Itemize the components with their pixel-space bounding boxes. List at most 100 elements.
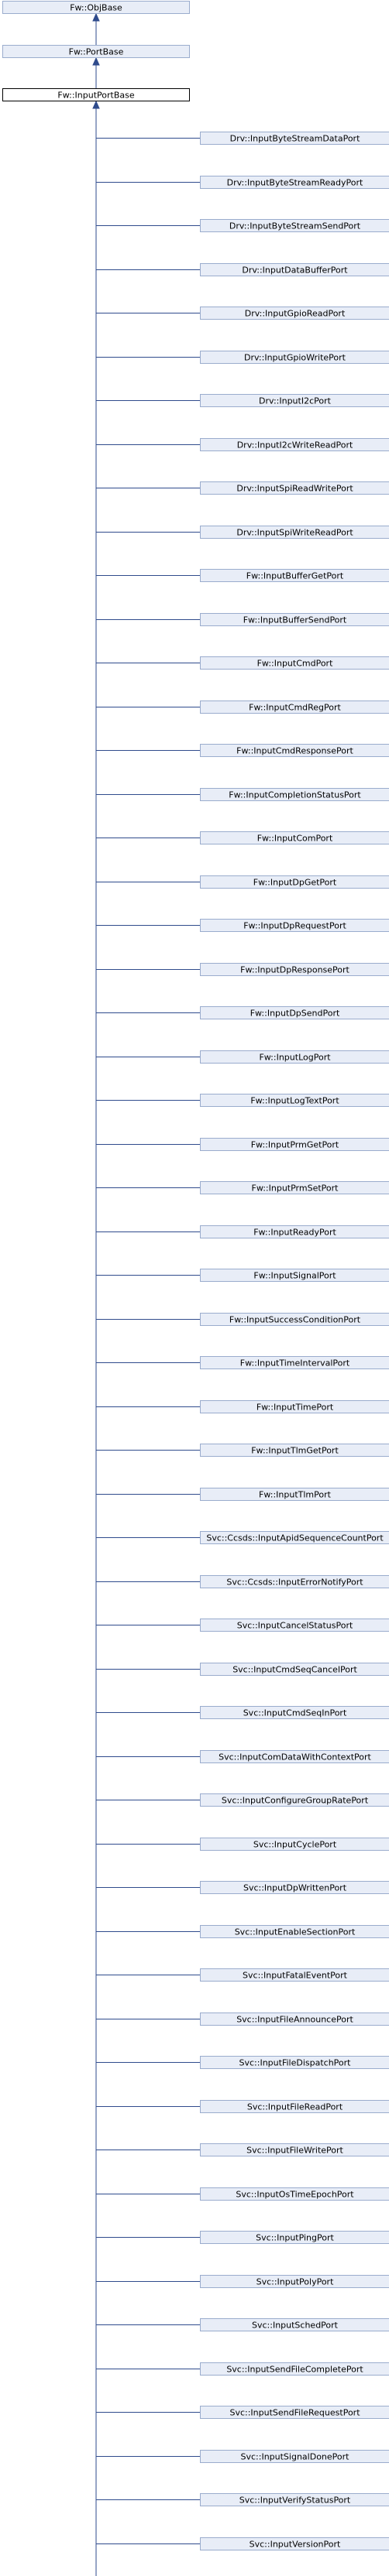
- class-node-fw-inputtlmgetport[interactable]: Fw::InputTlmGetPort: [200, 1444, 389, 1457]
- class-node-svc-inputostimeepochport[interactable]: Svc::InputOsTimeEpochPort: [200, 2187, 389, 2201]
- class-node-fw-inputcompletionstatusport[interactable]: Fw::InputCompletionStatusPort: [200, 788, 389, 801]
- class-node-drv-inputbytestreamdataport[interactable]: Drv::InputByteStreamDataPort: [200, 132, 389, 145]
- class-node-svc-inputfilereadport[interactable]: Svc::InputFileReadPort: [200, 2100, 389, 2113]
- class-node-svc-inputpolyport[interactable]: Svc::InputPolyPort: [200, 2275, 389, 2288]
- node-label: Svc::InputSendFileRequestPort: [229, 2408, 360, 2418]
- class-node-svc-inputschedport[interactable]: Svc::InputSchedPort: [200, 2318, 389, 2331]
- class-node-fw-inputlogport[interactable]: Fw::InputLogPort: [200, 1050, 389, 1064]
- node-label: Svc::InputSignalDonePort: [241, 2452, 350, 2462]
- class-node-fw-inputtimeintervalport[interactable]: Fw::InputTimeIntervalPort: [200, 1356, 389, 1369]
- node-label: Svc::InputFileWritePort: [246, 2146, 343, 2156]
- class-node-fw-inputtimeport[interactable]: Fw::InputTimePort: [200, 1400, 389, 1413]
- class-node-svc-inputenablesectionport[interactable]: Svc::InputEnableSectionPort: [200, 1925, 389, 1938]
- class-node-fw-inputtlmport[interactable]: Fw::InputTlmPort: [200, 1488, 389, 1501]
- class-node-fw-inputportbase-focus[interactable]: Fw::InputPortBase: [2, 88, 190, 101]
- class-node-svc-inputcancelstatusport[interactable]: Svc::InputCancelStatusPort: [200, 1619, 389, 1632]
- class-node-fw-inputprmsetport[interactable]: Fw::InputPrmSetPort: [200, 1181, 389, 1194]
- node-label: Drv::InputByteStreamReadyPort: [227, 178, 363, 188]
- class-node-svc-inputversionport[interactable]: Svc::InputVersionPort: [200, 2537, 389, 2550]
- node-label: Fw::InputDpResponsePort: [240, 965, 349, 975]
- class-node-drv-inputi2cport[interactable]: Drv::InputI2cPort: [200, 394, 389, 407]
- class-node-svc-inputdpwrittenport[interactable]: Svc::InputDpWrittenPort: [200, 1881, 389, 1894]
- node-label: Drv::InputGpioWritePort: [244, 353, 346, 363]
- class-node-fw-inputsuccessconditionport[interactable]: Fw::InputSuccessConditionPort: [200, 1313, 389, 1326]
- node-box: [200, 1269, 389, 1282]
- class-node-svc-inputpingport[interactable]: Svc::InputPingPort: [200, 2231, 389, 2244]
- class-node-drv-inputgpiowriteport[interactable]: Drv::InputGpioWritePort: [200, 351, 389, 364]
- class-node-svc-inputcmdseqcancelport[interactable]: Svc::InputCmdSeqCancelPort: [200, 1663, 389, 1676]
- node-box: [200, 2406, 389, 2419]
- class-node-fw-inputbuffersendport[interactable]: Fw::InputBufferSendPort: [200, 613, 389, 626]
- class-node-fw-inputcmdregport[interactable]: Fw::InputCmdRegPort: [200, 701, 389, 714]
- node-box: [200, 1531, 389, 1544]
- node-box: [200, 2012, 389, 2026]
- node-box: [200, 1313, 389, 1326]
- class-node-drv-inputspiwritereadport[interactable]: Drv::InputSpiWriteReadPort: [200, 526, 389, 539]
- class-node-svc-ccsds-inputerrornotifyport[interactable]: Svc::Ccsds::InputErrorNotifyPort: [200, 1575, 389, 1588]
- node-box: [200, 569, 389, 582]
- class-node-fw-inputreadyport[interactable]: Fw::InputReadyPort: [200, 1225, 389, 1238]
- node-label: Fw::InputCompletionStatusPort: [229, 790, 361, 800]
- node-label: Svc::InputFatalEventPort: [243, 1971, 348, 1981]
- node-box: [200, 2318, 389, 2331]
- class-node-svc-inputfiledispatchport[interactable]: Svc::InputFileDispatchPort: [200, 2056, 389, 2069]
- class-node-svc-inputcomdatawithcontextport[interactable]: Svc::InputComDataWithContextPort: [200, 1750, 389, 1763]
- class-node-drv-inputspireadwriteport[interactable]: Drv::InputSpiReadWritePort: [200, 481, 389, 495]
- class-node-svc-inputfileannounceport[interactable]: Svc::InputFileAnnouncePort: [200, 2012, 389, 2026]
- node-box: [200, 1444, 389, 1457]
- class-node-svc-inputcmdseqinport[interactable]: Svc::InputCmdSeqInPort: [200, 1706, 389, 1719]
- node-box: [200, 307, 389, 320]
- class-node-fw-inputprmgetport[interactable]: Fw::InputPrmGetPort: [200, 1138, 389, 1151]
- node-box: [200, 351, 389, 364]
- class-node-drv-inputbytestreamreadyport[interactable]: Drv::InputByteStreamReadyPort: [200, 176, 389, 189]
- class-node-fw-objbase[interactable]: Fw::ObjBase: [2, 1, 190, 14]
- node-box: [200, 2537, 389, 2550]
- node-box: [200, 1094, 389, 1107]
- class-node-fw-inputdpsendport[interactable]: Fw::InputDpSendPort: [200, 1006, 389, 1019]
- class-node-fw-inputdpresponseport[interactable]: Fw::InputDpResponsePort: [200, 963, 389, 976]
- node-box: [200, 1181, 389, 1194]
- node-box: [200, 263, 389, 276]
- node-box: [200, 2100, 389, 2113]
- node-box: [200, 1356, 389, 1369]
- class-node-svc-inputcycleport[interactable]: Svc::InputCyclePort: [200, 1838, 389, 1851]
- class-node-svc-inputsendfilecompleteport[interactable]: Svc::InputSendFileCompletePort: [200, 2362, 389, 2376]
- class-node-svc-inputsignaldoneport[interactable]: Svc::InputSignalDonePort: [200, 2450, 389, 2463]
- class-node-drv-inputi2cwritereadport[interactable]: Drv::InputI2cWriteReadPort: [200, 438, 389, 451]
- class-node-fw-inputdpgetport[interactable]: Fw::InputDpGetPort: [200, 875, 389, 889]
- node-label: Svc::InputCmdSeqInPort: [243, 1708, 347, 1718]
- class-node-svc-ccsds-inputapidsequencecountport[interactable]: Svc::Ccsds::InputApidSequenceCountPort: [200, 1531, 389, 1544]
- class-node-fw-inputsignalport[interactable]: Fw::InputSignalPort: [200, 1269, 389, 1282]
- node-label: Svc::InputCmdSeqCancelPort: [232, 1665, 357, 1675]
- class-node-drv-inputgpioreadport[interactable]: Drv::InputGpioReadPort: [200, 307, 389, 320]
- class-node-svc-inputverifystatusport[interactable]: Svc::InputVerifyStatusPort: [200, 2493, 389, 2506]
- class-node-drv-inputdatabufferport[interactable]: Drv::InputDataBufferPort: [200, 263, 389, 276]
- node-label: Fw::InputDpSendPort: [250, 1009, 340, 1019]
- class-node-fw-inputcmdresponseport[interactable]: Fw::InputCmdResponsePort: [200, 744, 389, 757]
- node-label: Fw::InputBufferSendPort: [243, 615, 347, 625]
- node-label: Fw::InputCmdRegPort: [249, 703, 341, 713]
- node-box: [200, 1706, 389, 1719]
- node-label: Svc::InputPolyPort: [256, 2277, 334, 2287]
- class-node-fw-portbase[interactable]: Fw::PortBase: [2, 45, 190, 58]
- class-node-svc-inputfataleventport[interactable]: Svc::InputFatalEventPort: [200, 1968, 389, 1982]
- node-label: Svc::InputPingPort: [256, 2233, 334, 2243]
- class-node-drv-inputbytestreamsendport[interactable]: Drv::InputByteStreamSendPort: [200, 219, 389, 232]
- inheritance-edges: [92, 12, 200, 2576]
- class-node-fw-inputcmdport[interactable]: Fw::InputCmdPort: [200, 656, 389, 670]
- node-box: [2, 1, 190, 14]
- class-node-fw-inputbuffergetport[interactable]: Fw::InputBufferGetPort: [200, 569, 389, 582]
- class-node-fw-inputdprequestport[interactable]: Fw::InputDpRequestPort: [200, 919, 389, 932]
- class-node-fw-inputcomport[interactable]: Fw::InputComPort: [200, 831, 389, 844]
- node-box: [200, 963, 389, 976]
- node-label: Drv::InputSpiReadWritePort: [236, 484, 353, 494]
- node-label: Drv::InputByteStreamDataPort: [230, 134, 360, 144]
- node-label: Fw::InputCmdResponsePort: [236, 746, 353, 756]
- node-label: Fw::PortBase: [69, 47, 124, 57]
- node-box: [200, 176, 389, 189]
- class-node-svc-inputfilewriteport[interactable]: Svc::InputFileWritePort: [200, 2143, 389, 2156]
- node-box: [200, 656, 389, 670]
- class-node-svc-inputconfiguregrouprateport[interactable]: Svc::InputConfigureGroupRatePort: [200, 1793, 389, 1807]
- class-node-fw-inputlogtextport[interactable]: Fw::InputLogTextPort: [200, 1094, 389, 1107]
- class-node-svc-inputsendfilerequestport[interactable]: Svc::InputSendFileRequestPort: [200, 2406, 389, 2419]
